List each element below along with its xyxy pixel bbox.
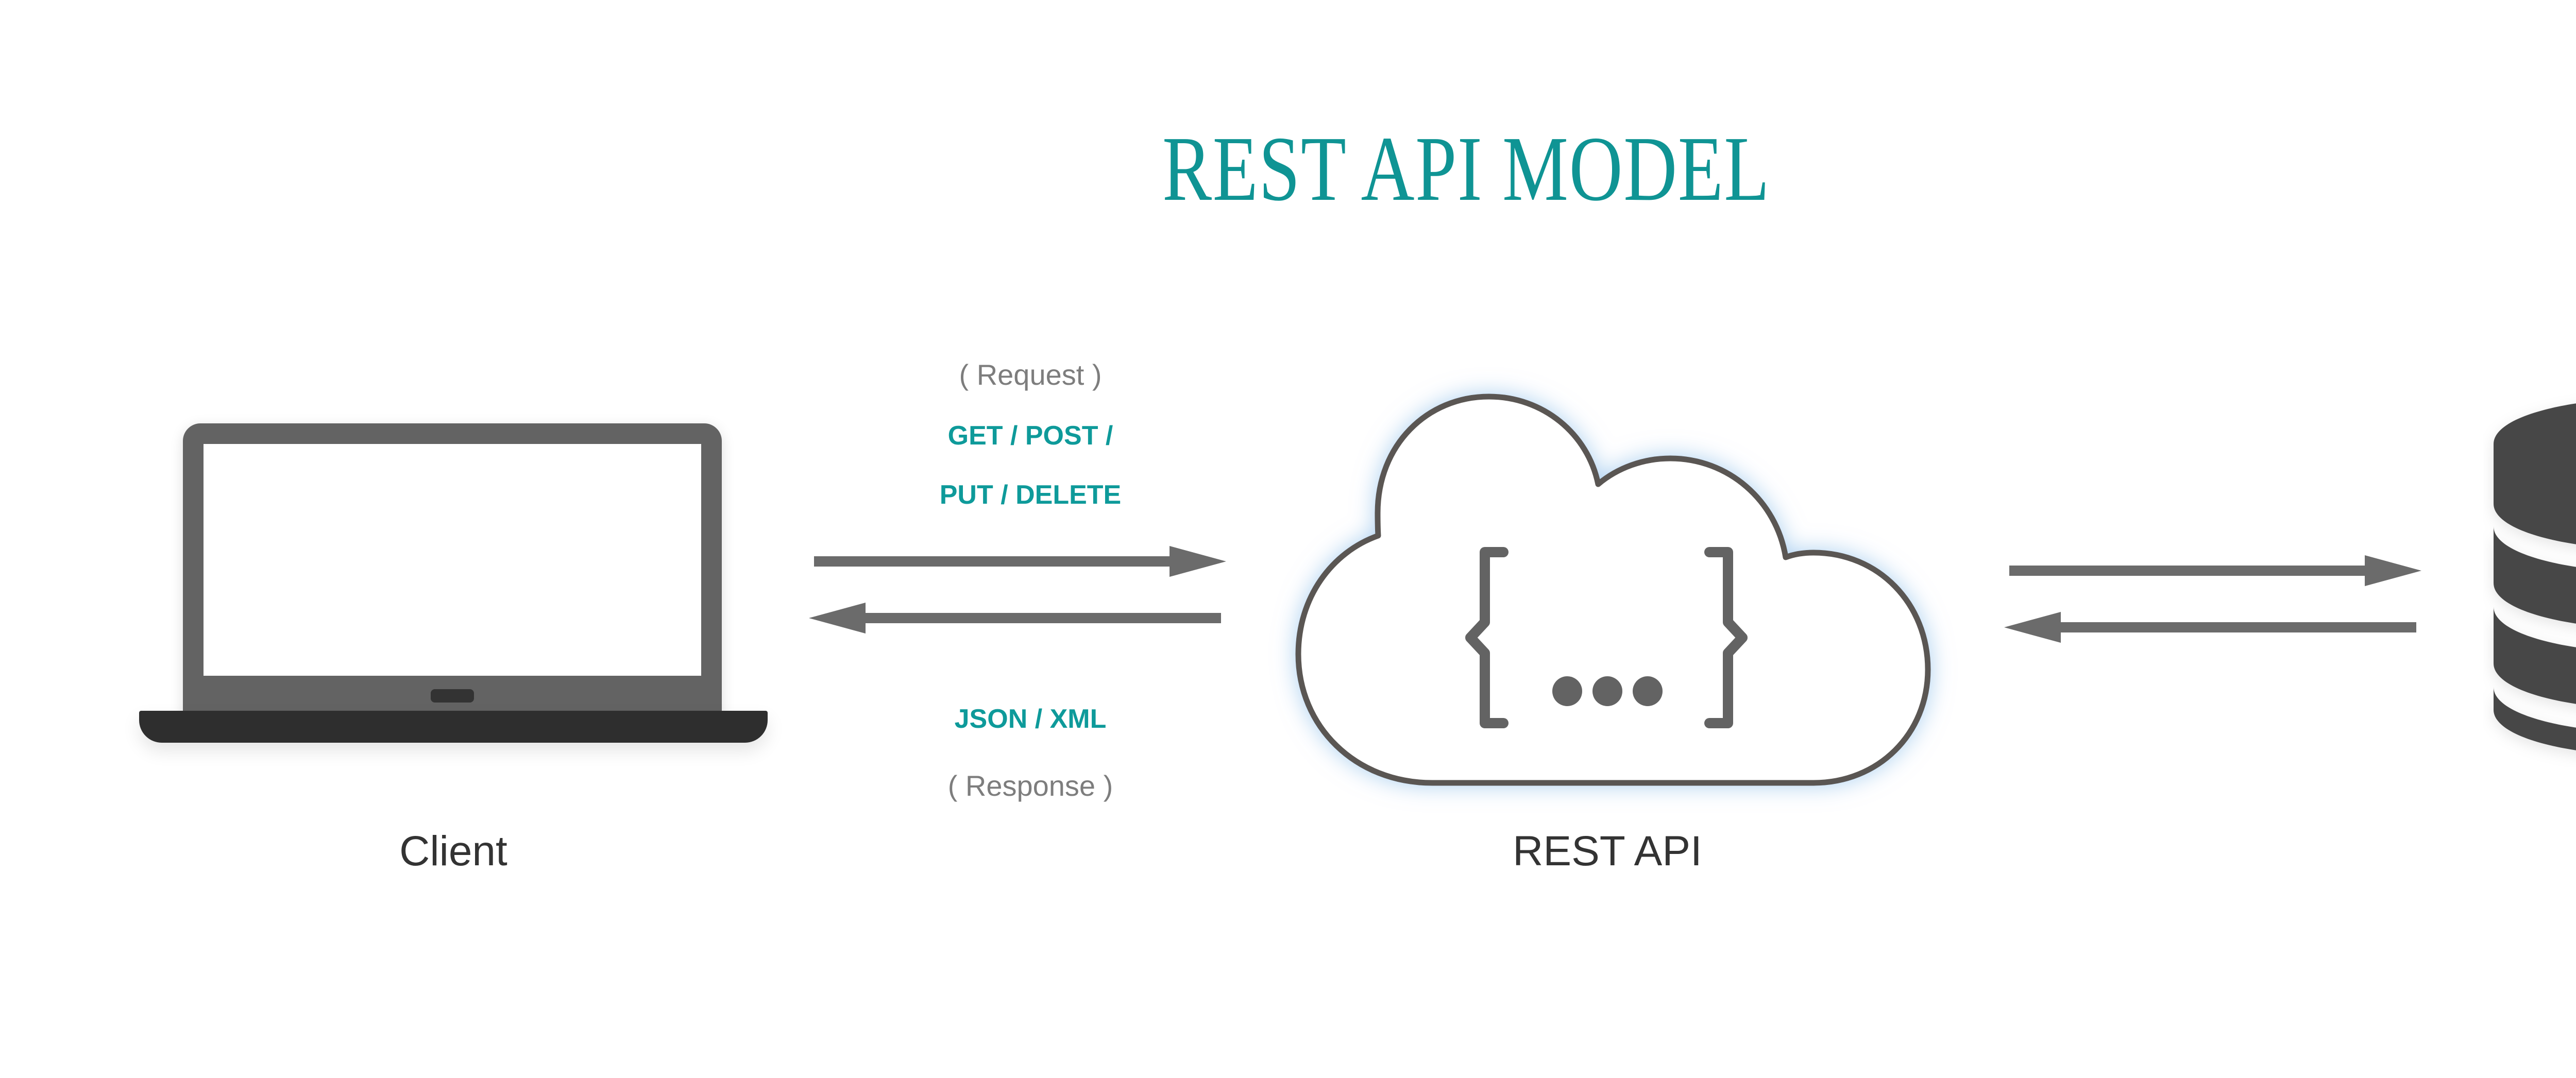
arrow-left-icon [809,603,1221,634]
database-node [2483,386,2576,767]
laptop-notch [431,689,474,703]
cloud-icon [1295,393,1931,786]
client-caption: Client [399,828,507,875]
response-label: ( Response ) [947,769,1113,802]
client-api-link: ( Request ) GET / POST / PUT / DELETE JS… [804,361,1257,803]
arrow-left-icon [2004,612,2416,643]
laptop-base [139,711,768,743]
database-caption: Database [2483,824,2576,866]
arrow-right-icon [2009,555,2421,586]
laptop-screen [204,444,701,676]
api-node [1262,391,1953,803]
api-database-link [1999,546,2442,716]
api-caption: REST API [1513,828,1702,875]
ellipsis-dots-icon [1552,676,1663,706]
curly-braces-ellipsis-icon [1465,547,1748,728]
database-cylinder-icon [2494,403,2576,750]
request-label: ( Request ) [959,358,1102,391]
laptop-icon [183,423,722,722]
http-methods-line-2: PUT / DELETE [939,480,1122,510]
http-methods-line-1: GET / POST / [947,421,1113,451]
response-format-label: JSON / XML [954,704,1107,734]
client-node [139,412,768,803]
page-title: REST API MODEL [1162,117,1770,220]
arrow-right-icon [814,546,1226,577]
